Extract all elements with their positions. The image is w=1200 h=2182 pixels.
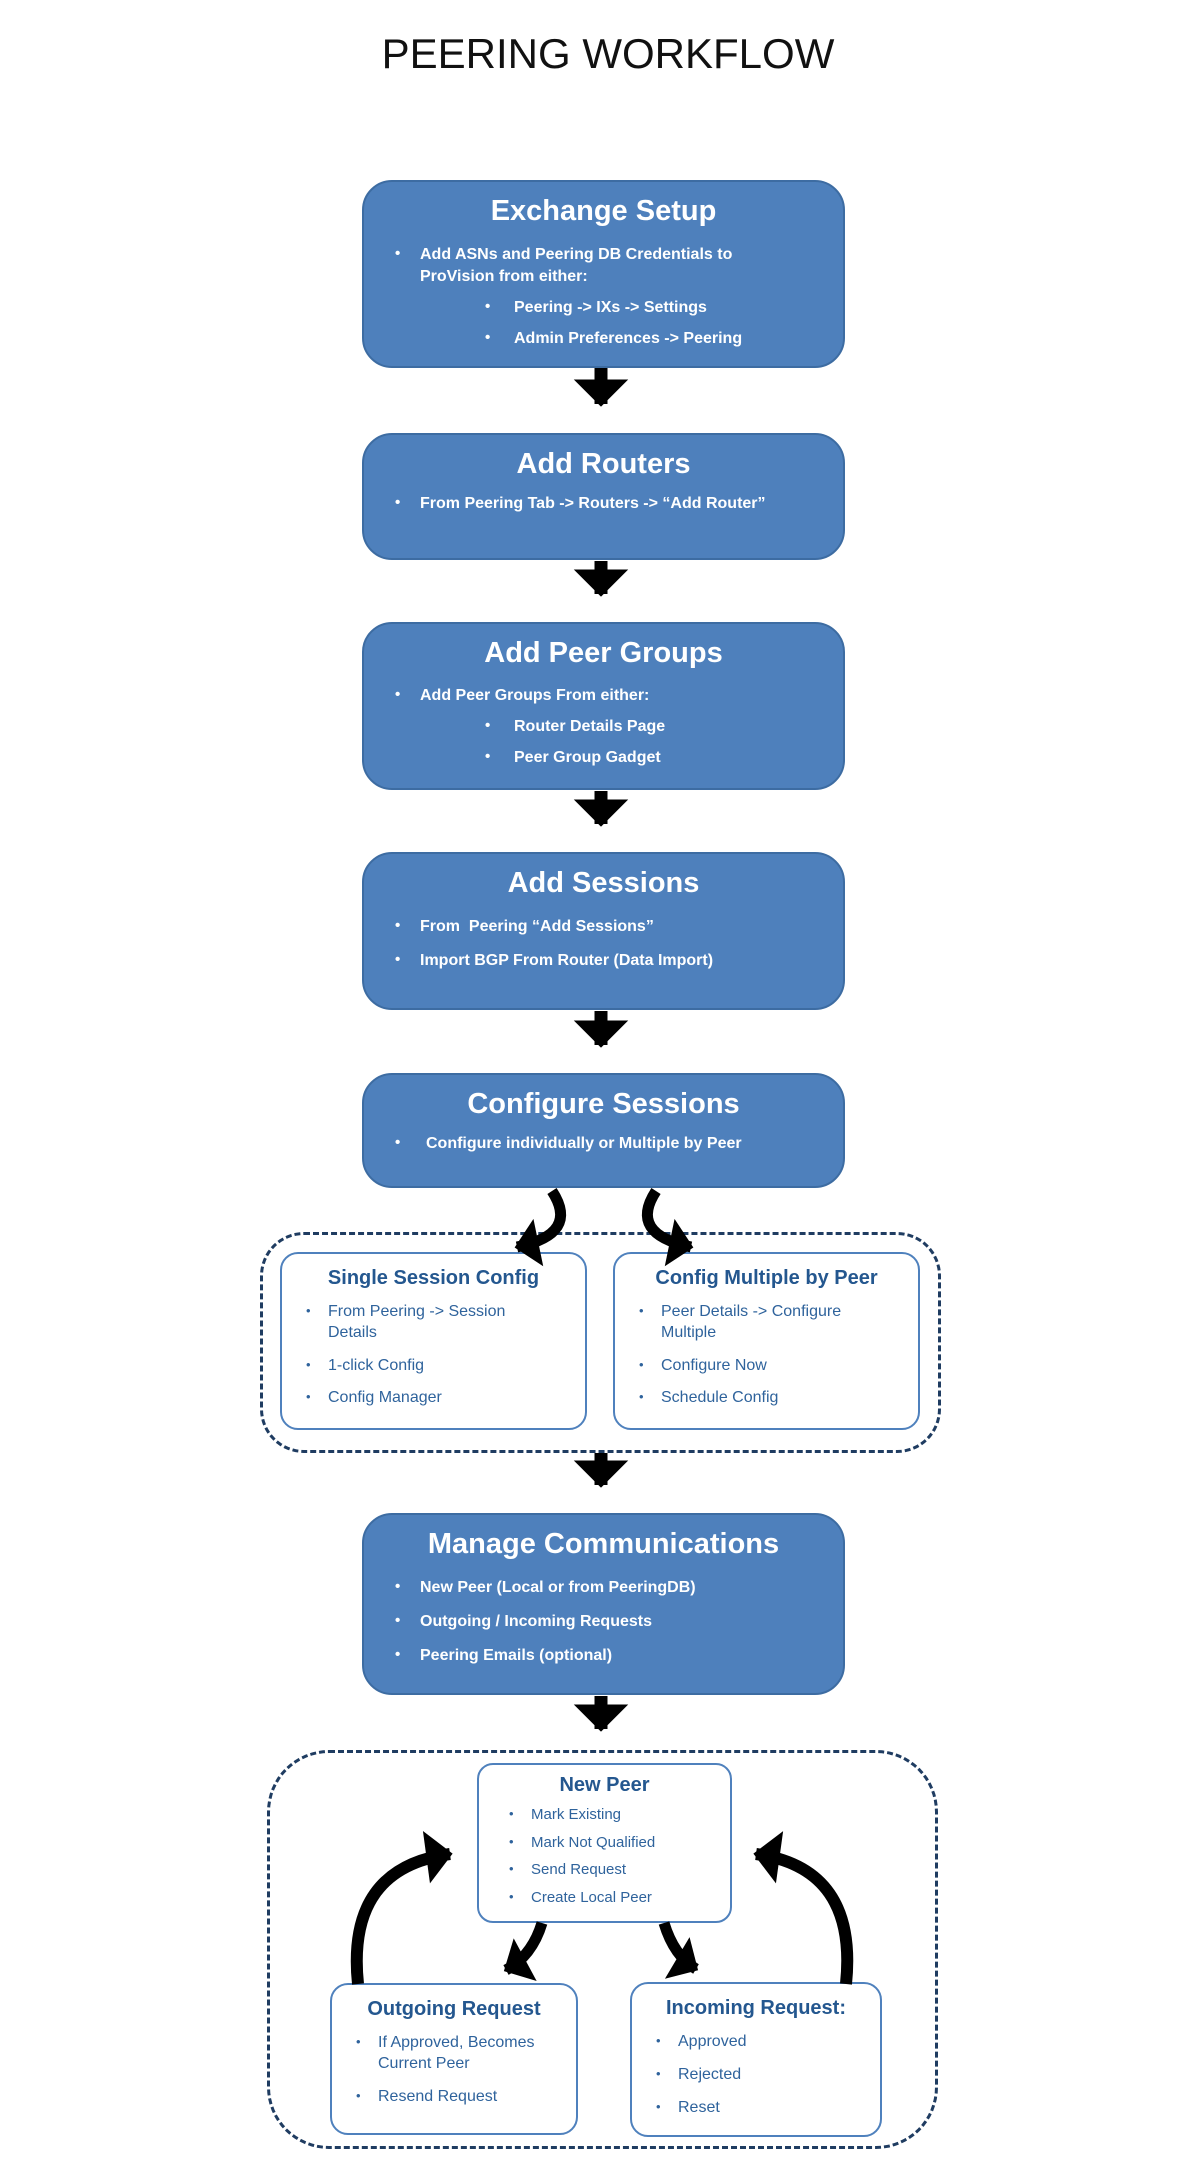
bullet-item: New Peer (Local or from PeeringDB) bbox=[364, 1577, 843, 1599]
manage-communications-box: Manage Communications New Peer (Local or… bbox=[362, 1513, 845, 1695]
bullet-item: Admin Preferences -> Peering bbox=[364, 328, 843, 350]
bullet-item: Schedule Config bbox=[615, 1388, 918, 1409]
add-sessions-box: Add Sessions From Peering “Add Sessions”… bbox=[362, 852, 845, 1010]
bullet-item: 1-click Config bbox=[282, 1356, 585, 1377]
outgoing-request-title: Outgoing Request bbox=[367, 1998, 541, 2020]
bullet-item: Approved bbox=[632, 2032, 880, 2053]
incoming-request-box: Incoming Request: Approved Rejected Rese… bbox=[630, 1982, 882, 2137]
bullet-item: From Peering “Add Sessions” bbox=[364, 916, 843, 938]
config-multiple-by-peer-title: Config Multiple by Peer bbox=[655, 1267, 878, 1289]
session-config-group bbox=[260, 1232, 941, 1453]
exchange-setup-title: Exchange Setup bbox=[490, 195, 717, 227]
incoming-request-title: Incoming Request: bbox=[665, 1997, 846, 2019]
bullet-item: Mark Not Qualified bbox=[479, 1833, 730, 1853]
bullet-item: Peering -> IXs -> Settings bbox=[364, 297, 843, 319]
bullet-item: Reset bbox=[632, 2098, 880, 2119]
add-peer-groups-box: Add Peer Groups Add Peer Groups From eit… bbox=[362, 622, 845, 790]
configure-sessions-title: Configure Sessions bbox=[467, 1088, 740, 1120]
outgoing-request-box: Outgoing Request If Approved, Becomes Cu… bbox=[330, 1983, 578, 2135]
bullet-item: Mark Existing bbox=[479, 1805, 730, 1825]
bullet-item: Configure individually or Multiple by Pe… bbox=[364, 1133, 843, 1155]
bullet-item: Resend Request bbox=[332, 2087, 576, 2108]
bullet-item: Router Details Page bbox=[364, 716, 843, 738]
new-peer-title: New Peer bbox=[559, 1774, 650, 1796]
single-session-config-title: Single Session Config bbox=[327, 1267, 540, 1289]
bullet-item: Add ASNs and Peering DB Credentials to P… bbox=[364, 244, 843, 288]
bullet-item: Config Manager bbox=[282, 1388, 585, 1409]
bullet-item: Outgoing / Incoming Requests bbox=[364, 1611, 843, 1633]
add-peer-groups-title: Add Peer Groups bbox=[484, 637, 723, 669]
bullet-item: Send Request bbox=[479, 1860, 730, 1880]
configure-sessions-box: Configure Sessions Configure individuall… bbox=[362, 1073, 845, 1188]
exchange-setup-box: Exchange Setup Add ASNs and Peering DB C… bbox=[362, 180, 845, 368]
bullet-item: Peering Emails (optional) bbox=[364, 1645, 843, 1667]
page-title: PEERING WORKFLOW bbox=[381, 30, 835, 77]
bullet-item: Peer Details -> Configure Multiple bbox=[615, 1302, 918, 1344]
add-routers-title: Add Routers bbox=[516, 448, 691, 480]
add-sessions-title: Add Sessions bbox=[507, 867, 700, 899]
bullet-item: From Peering -> Session Details bbox=[282, 1302, 585, 1344]
new-peer-box: New Peer Mark Existing Mark Not Qualifie… bbox=[477, 1763, 732, 1923]
communications-cycle-group bbox=[267, 1750, 938, 2149]
bullet-item: Configure Now bbox=[615, 1356, 918, 1377]
bullet-item: Create Local Peer bbox=[479, 1888, 730, 1908]
bullet-item: Add Peer Groups From either: bbox=[364, 685, 843, 707]
bullet-item: Import BGP From Router (Data Import) bbox=[364, 950, 843, 972]
add-routers-box: Add Routers From Peering Tab -> Routers … bbox=[362, 433, 845, 560]
bullet-item: Peer Group Gadget bbox=[364, 747, 843, 769]
single-session-config-box: Single Session Config From Peering -> Se… bbox=[280, 1252, 587, 1430]
config-multiple-by-peer-box: Config Multiple by Peer Peer Details -> … bbox=[613, 1252, 920, 1430]
bullet-item: Rejected bbox=[632, 2065, 880, 2086]
manage-communications-title: Manage Communications bbox=[427, 1528, 780, 1560]
bullet-item: From Peering Tab -> Routers -> “Add Rout… bbox=[364, 493, 843, 515]
bullet-item: If Approved, Becomes Current Peer bbox=[332, 2033, 576, 2075]
